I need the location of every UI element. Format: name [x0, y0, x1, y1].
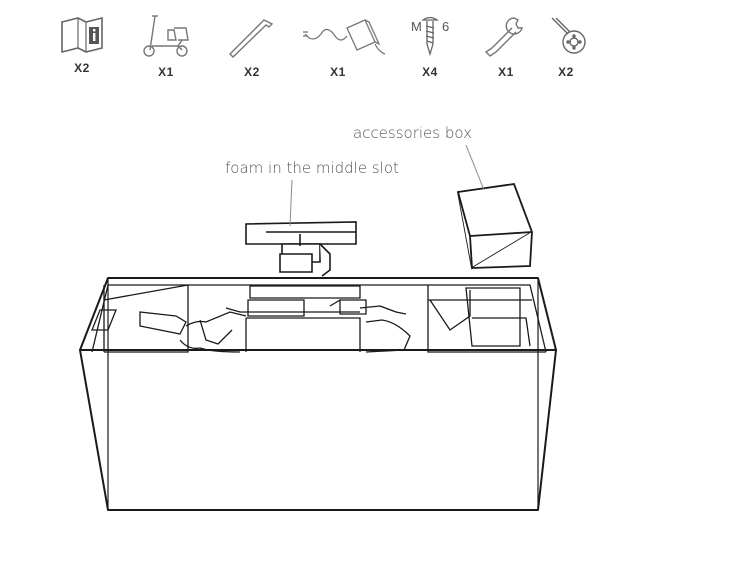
parts-list: X2 X1 X2	[0, 0, 732, 90]
screw-size-m: M	[411, 19, 422, 34]
valve-cap-icon	[551, 17, 586, 54]
part-scooter: X1	[131, 14, 201, 79]
screw-m6-icon: M 6	[411, 16, 449, 57]
part-screw: M 6 X4	[395, 14, 465, 79]
accessories-box-slot	[465, 287, 521, 347]
foam-piece	[245, 221, 357, 277]
part-qty: X2	[74, 61, 90, 75]
box-top-rim	[79, 277, 557, 351]
scooter-icon	[143, 15, 189, 57]
charger-icon	[303, 19, 386, 55]
part-charger: X1	[303, 14, 386, 79]
foam-slot-label: foam in the middle slot	[225, 159, 399, 177]
accessories-box	[456, 183, 534, 270]
part-wrench: X1	[471, 14, 541, 79]
wrench-icon	[484, 17, 523, 57]
manual-book-icon	[61, 16, 103, 54]
part-qty: X2	[244, 65, 260, 79]
part-qty: X4	[422, 65, 438, 79]
part-qty: X1	[330, 65, 346, 79]
part-allen-key: X2	[217, 14, 287, 79]
part-qty: X1	[158, 65, 174, 79]
part-manual: X2	[47, 14, 117, 75]
box-front-panel	[79, 349, 557, 511]
allen-key-icon	[229, 19, 274, 58]
part-qty: X1	[498, 65, 514, 79]
part-qty: X2	[558, 65, 574, 79]
accessories-box-label: accessories box	[353, 124, 472, 142]
screw-size-6: 6	[442, 19, 449, 34]
part-valve-cap: X2	[531, 14, 601, 79]
